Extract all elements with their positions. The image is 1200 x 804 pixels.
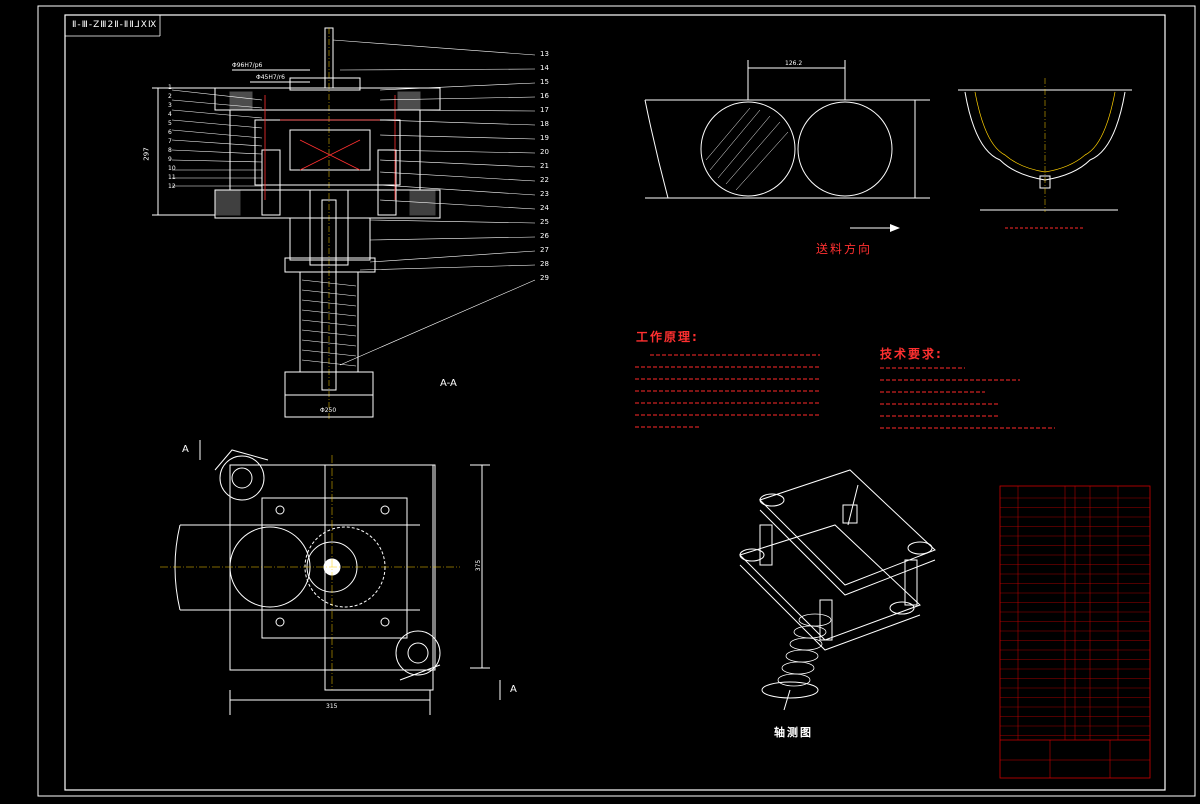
axonometric-view [739,469,936,711]
callout-number: 24 [540,204,549,212]
callout-number: 12 [168,183,176,190]
callout-number: 20 [540,148,549,156]
plan-centerlines [160,455,460,690]
callout-number: 16 [540,92,549,100]
dim-plan-height: 375 [475,559,483,572]
callout-number: 22 [540,176,549,184]
callout-number: 28 [540,260,549,268]
drawing-code-tag: Ⅱ-Ⅲ-ZⅢ2Ⅱ-ⅡⅡ⅃ⅩⅨ [72,20,158,30]
callout-number: 2 [168,93,172,100]
dim-top-1: Φ96H7/p6 [232,62,263,69]
callout-number: 19 [540,134,549,142]
section-mark-bottom: A [510,684,517,695]
section-label: A-A [440,378,457,389]
dim-plan-width: 315 [326,703,338,710]
callout-number: 14 [540,64,549,72]
callout-number: 8 [168,147,172,154]
callout-number: 17 [540,106,549,114]
callout-number: 10 [168,165,176,172]
callout-number: 29 [540,274,549,282]
callout-number: 4 [168,111,172,118]
right-leaders [332,39,536,366]
plan-view [174,440,501,715]
section-view [152,27,441,420]
callout-number: 25 [540,218,549,226]
callout-number: 23 [540,190,549,198]
callout-number: 7 [168,138,172,145]
dim-top-2: Φ45H7/r6 [256,74,285,81]
left-leaders [171,89,263,187]
callout-number: 18 [540,120,549,128]
callout-number: 9 [168,156,172,163]
callout-number: 21 [540,162,549,170]
inner-border [64,14,1166,791]
callout-number: 11 [168,174,176,181]
parts-list-table [999,485,1151,779]
dim-strip: 126.2 [785,60,803,67]
work-process-body [635,354,820,428]
callout-number: 15 [540,78,549,86]
callout-number: 6 [168,129,172,136]
work-process-title: 工作原理: [636,330,699,344]
tech-req-title: 技术要求: [880,347,943,361]
blank-hatch [705,107,789,191]
axonometric-label: 轴测图 [774,726,813,739]
section-mark-top: A [182,444,189,455]
part-profile [958,78,1132,212]
callout-number: 13 [540,50,549,58]
callout-number: 3 [168,102,172,109]
callout-number: 26 [540,232,549,240]
outer-border [37,5,1196,797]
dim-bottom: Φ250 [320,407,337,414]
callout-number: 5 [168,120,172,127]
tech-req-body [880,367,1055,429]
callout-number: 1 [168,84,172,91]
direction-label: 送料方向 [816,242,873,256]
callout-number: 27 [540,246,549,254]
strip-layout [644,60,930,199]
dim-height: 297 [142,147,151,161]
